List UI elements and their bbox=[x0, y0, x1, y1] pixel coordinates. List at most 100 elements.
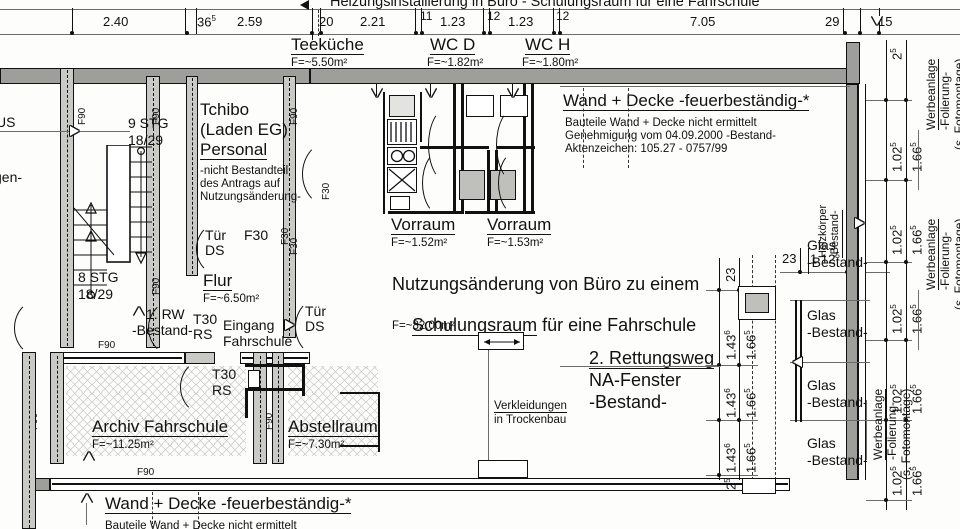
main-use-line2: Schulungsraum für eine Fahrschule bbox=[412, 314, 697, 336]
room-label-abstellraum: Abstellraum bbox=[288, 417, 378, 437]
arrow-down-1 bbox=[372, 88, 382, 97]
glass-label-2b: -Bestand- bbox=[807, 324, 868, 340]
signage-1-line1: Werbeanlage bbox=[924, 58, 939, 130]
grid-dash-bot-2 bbox=[198, 492, 199, 529]
dim-top-9: 1.23 bbox=[508, 14, 534, 29]
door-swing-tuer-ds-2 bbox=[295, 298, 343, 356]
glass-label-4a: Glas bbox=[807, 435, 836, 451]
kitchen-unit-lower bbox=[390, 196, 410, 210]
wall-code-f90-1: F90 bbox=[77, 107, 88, 125]
rw-arrow bbox=[134, 307, 144, 316]
signage-2-line2: -Folierung- bbox=[938, 231, 952, 290]
room-element-box-bottom bbox=[478, 460, 528, 478]
signage-3-line3: (s. Fotomontage) bbox=[899, 388, 913, 480]
arrow-marker-title bbox=[300, 0, 309, 10]
kitchen-appliance-2 bbox=[387, 119, 417, 145]
dim-112: 1.125 bbox=[810, 251, 840, 267]
fire-note-bottom-arrow bbox=[82, 494, 92, 503]
dim-top-7: 1.23 bbox=[440, 14, 466, 29]
door-swing-archive bbox=[14, 298, 70, 358]
archive-arrow bbox=[84, 452, 94, 461]
dim-mid-143c: 1.436 bbox=[723, 443, 739, 473]
dim-top-8: 12 bbox=[487, 9, 501, 23]
fire-note-top-line3: Aktenzeichen: 105.27 - 0757/99 bbox=[565, 143, 728, 155]
wall-vorraum-div bbox=[487, 150, 490, 214]
room-label-teekueche: Teeküche bbox=[291, 35, 364, 55]
tchibo-note2: des Antrags auf bbox=[200, 178, 280, 190]
dim-mid-166a: 1.665 bbox=[743, 330, 759, 360]
dim-right-b2: 1.665 bbox=[909, 225, 925, 255]
tchibo-line2: (Laden EG) bbox=[200, 120, 288, 139]
staircase-graphic bbox=[74, 145, 152, 300]
dim-right-a1: 1.025 bbox=[889, 142, 905, 172]
stair-count-1: 9 STG bbox=[128, 115, 169, 131]
left-edge-frag3: - bbox=[0, 190, 1, 205]
arrow-down-2 bbox=[426, 88, 436, 97]
wall-top-right-stub bbox=[846, 42, 860, 84]
dim-23b: 23 bbox=[782, 251, 797, 266]
room-area-wc-d: F=~1.82m² bbox=[427, 57, 484, 69]
dim-right-a2: 1.025 bbox=[889, 225, 905, 255]
main-use-underlined: Schulungsraum bbox=[412, 314, 538, 336]
glass-label-1a: Glas bbox=[807, 237, 836, 253]
dim-top-12: 29 bbox=[825, 14, 840, 29]
dim-mid-143a: 1.436 bbox=[723, 330, 739, 360]
glass-label-1b: -Bestand- bbox=[807, 254, 868, 270]
dim-mid-166b: 1.665 bbox=[743, 388, 759, 418]
dim-top-2: 365 bbox=[197, 14, 216, 30]
room-label-vorraum-1: Vorraum bbox=[391, 215, 456, 235]
glass-strip-right bbox=[858, 84, 866, 480]
glass-label-2a: Glas bbox=[807, 307, 836, 323]
door-code-f30-vert: F30 bbox=[289, 237, 300, 255]
room-area-wc-h: F=~1.80m² bbox=[522, 57, 579, 69]
room-label-archiv: Archiv Fahrschule bbox=[92, 417, 229, 437]
dim-top-6: 11 bbox=[420, 9, 433, 23]
dim-right-b3: 1.665 bbox=[909, 304, 925, 334]
door-swing-t30-1 bbox=[148, 298, 210, 358]
dim-top-1: 2.40 bbox=[103, 14, 129, 29]
tchibo-note1: -nicht Bestandteil bbox=[200, 165, 289, 177]
escape-route-line3: -Bestand- bbox=[589, 392, 668, 412]
wall-right-exterior bbox=[846, 84, 858, 480]
room-area-archiv: F=~11.25m² bbox=[92, 439, 154, 451]
dim-right-b1: 1.665 bbox=[909, 142, 925, 172]
dim-mid-166c: 1.665 bbox=[743, 443, 759, 473]
dim-right-2: 25 bbox=[889, 48, 905, 60]
glass-label-3b: -Bestand- bbox=[807, 394, 868, 410]
escape-route-line2: NA-Fenster bbox=[589, 370, 682, 390]
door-swing-wc-h bbox=[496, 108, 534, 182]
entrance-line1: Eingang bbox=[223, 317, 275, 333]
door-label-f30-1: F30 bbox=[244, 227, 269, 243]
dimension-line-top bbox=[0, 34, 960, 36]
signage-2-line3: (s. Fotomontage) bbox=[952, 218, 960, 310]
grid-dash-top-2 bbox=[583, 88, 584, 168]
window-box-bottom bbox=[742, 478, 776, 494]
dim-mid-23a: 23 bbox=[723, 267, 738, 282]
arrow-down-3 bbox=[508, 88, 518, 97]
room-label-wc-d: WC D bbox=[430, 35, 476, 55]
dim-top-11: 7.05 bbox=[690, 14, 716, 29]
signage-1-line3: (s. Fotomontage) bbox=[952, 58, 960, 150]
room-label-vorraum-2: Vorraum bbox=[487, 215, 552, 235]
room-area-teekueche: F=~5.50m² bbox=[291, 57, 348, 69]
wall-code-f90-8: F90 bbox=[137, 467, 155, 478]
floor-hatch-archive bbox=[66, 366, 246, 456]
glass-label-3a: Glas bbox=[807, 377, 836, 393]
main-use-line1: Nutzungsänderung von Büro zu einem bbox=[392, 274, 700, 294]
kitchen-hob-lines bbox=[390, 122, 412, 142]
fire-note-bottom-title: Wand + Decke -feuerbeständig-* bbox=[105, 494, 352, 514]
door-swing-t30-2 bbox=[180, 358, 236, 416]
tchibo-line3: Personal bbox=[200, 140, 268, 160]
fire-note-top-title: Wand + Decke -feuerbeständig-* bbox=[563, 91, 810, 111]
cladding-line2: in Trockenbau bbox=[494, 414, 567, 426]
stair-ratio-2: 18/29 bbox=[78, 286, 114, 302]
entrance-arrow bbox=[285, 320, 294, 330]
main-use-area: F=~82.00m² bbox=[392, 320, 455, 332]
room-label-wc-h: WC H bbox=[525, 35, 571, 55]
door-swing-wc-d bbox=[428, 108, 466, 182]
room-area-vorraum-1: F=~1.52m² bbox=[391, 237, 448, 249]
dim-top-10: 12 bbox=[556, 9, 570, 23]
room-label-flur: Flur bbox=[203, 271, 233, 291]
fire-note-top-line2: Genehmigung vom 04.09.2000 -Bestand- bbox=[565, 130, 776, 142]
